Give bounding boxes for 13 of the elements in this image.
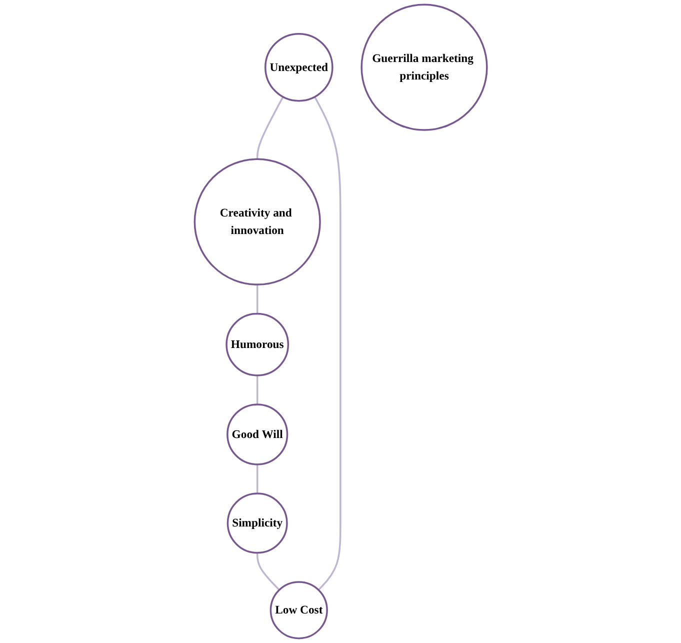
- node-circle: Creativity and innovation: [194, 158, 321, 286]
- connector: [256, 552, 280, 591]
- node-circle: Simplicity: [226, 492, 288, 554]
- node-circle: Humorous: [225, 312, 289, 376]
- connector: [314, 96, 342, 591]
- node-circle: Low Cost: [270, 581, 328, 640]
- connector: [256, 375, 258, 405]
- connector: [256, 284, 258, 314]
- connector: [256, 464, 258, 494]
- node-circle: Guerrilla marketing principles: [360, 4, 488, 131]
- node-circle: Good Will: [226, 404, 288, 466]
- node-circle: Unexpected: [264, 32, 333, 102]
- connector: [256, 96, 284, 160]
